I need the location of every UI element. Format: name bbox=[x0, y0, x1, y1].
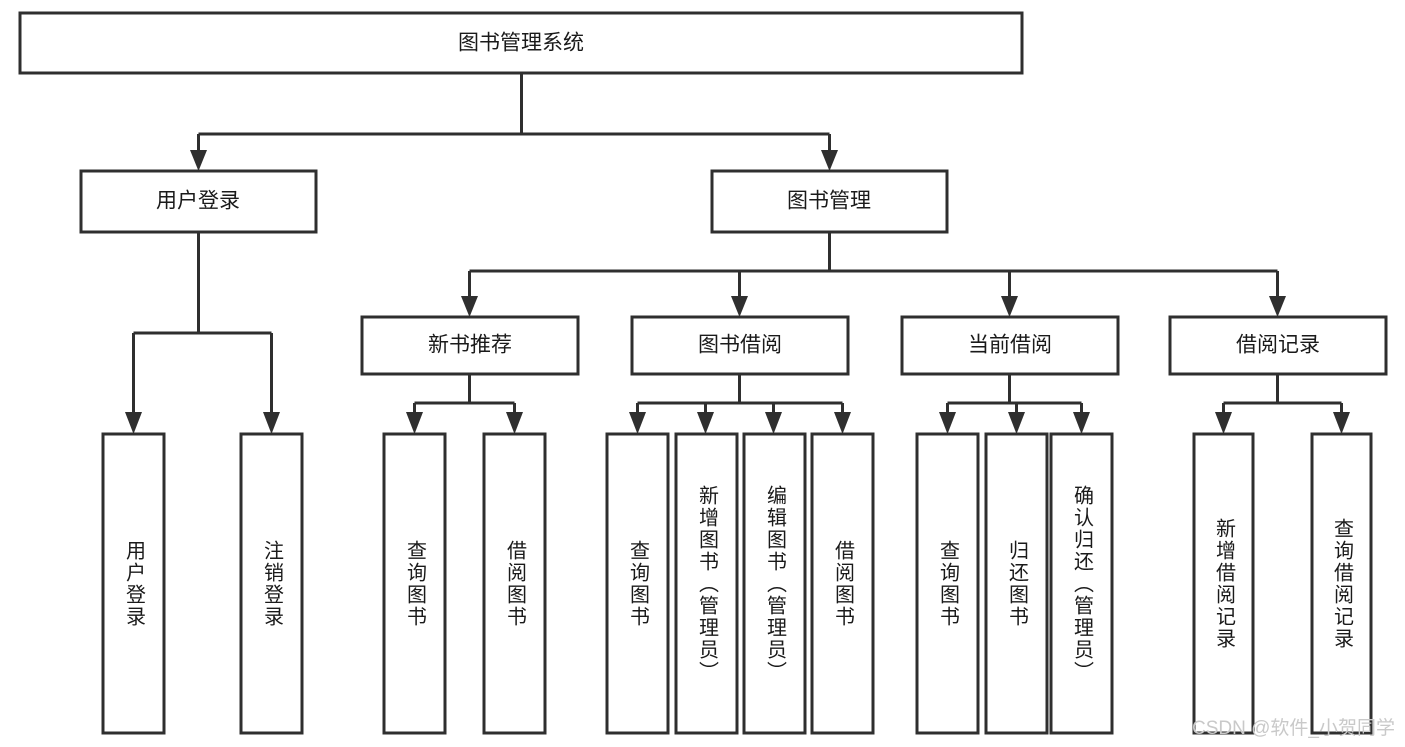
arrow-leaf-currentborrow-1 bbox=[939, 412, 956, 434]
connector-group-current-borrow bbox=[939, 374, 1090, 434]
node-root-title-label: 图书管理系统 bbox=[458, 32, 584, 55]
connector-group-borrow-record bbox=[1215, 374, 1350, 434]
node-current-borrow-box[interactable] bbox=[900, 315, 1120, 376]
csdn-watermark: CSDN @软件_小贺同学 bbox=[1192, 718, 1395, 739]
leaf-box-book-borrow-4[interactable] bbox=[810, 432, 875, 735]
node-borrow-record-label: 借阅记录 bbox=[1236, 334, 1320, 357]
arrow-leaf-bookborrow-2 bbox=[697, 412, 714, 434]
node-book-borrow-label: 图书借阅 bbox=[698, 334, 782, 357]
arrow-to-new-book bbox=[461, 296, 478, 317]
connector-group-book-borrow bbox=[629, 374, 851, 434]
leaf-box-user-login-2[interactable] bbox=[239, 432, 304, 735]
arrow-leaf-currentborrow-2 bbox=[1008, 412, 1025, 434]
arrow-to-book-manage bbox=[821, 150, 838, 171]
arrow-leaf-bookborrow-4 bbox=[834, 412, 851, 434]
leaf-box-borrow-record-2[interactable] bbox=[1310, 432, 1373, 735]
node-root-title-box[interactable] bbox=[18, 11, 1024, 75]
connector-group-root bbox=[190, 73, 838, 171]
leaf-box-book-borrow-2[interactable] bbox=[674, 432, 739, 735]
node-book-manage-label: 图书管理 bbox=[787, 190, 871, 213]
node-new-book-recommend-box[interactable] bbox=[360, 315, 580, 376]
arrow-leaf-borrowrecord-1 bbox=[1215, 412, 1232, 434]
leaf-box-current-borrow-1[interactable] bbox=[915, 432, 980, 735]
node-new-book-recommend[interactable]: 新书推荐 bbox=[360, 315, 580, 376]
node-new-book-recommend-label: 新书推荐 bbox=[428, 334, 512, 357]
leaf-box-current-borrow-3[interactable] bbox=[1049, 432, 1114, 735]
node-book-manage[interactable]: 图书管理 bbox=[710, 169, 949, 234]
leaf-box-current-borrow-2[interactable] bbox=[984, 432, 1049, 735]
leaf-box-new-book-1[interactable] bbox=[382, 432, 447, 735]
arrow-leaf-user-login-2 bbox=[263, 412, 280, 434]
arrow-leaf-currentborrow-3 bbox=[1073, 412, 1090, 434]
arrow-leaf-newbook-2 bbox=[506, 412, 523, 434]
leaf-box-book-borrow-3[interactable] bbox=[742, 432, 807, 735]
node-book-borrow[interactable]: 图书借阅 bbox=[630, 315, 850, 376]
node-borrow-record[interactable]: 借阅记录 bbox=[1168, 315, 1388, 376]
node-user-login[interactable]: 用户登录 bbox=[79, 169, 318, 234]
node-book-manage-box[interactable] bbox=[710, 169, 949, 234]
node-user-login-label: 用户登录 bbox=[156, 190, 240, 213]
leaf-box-new-book-2[interactable] bbox=[482, 432, 547, 735]
arrow-to-current-borrow bbox=[1001, 296, 1018, 317]
leaf-box-user-login-1[interactable] bbox=[101, 432, 166, 735]
node-borrow-record-box[interactable] bbox=[1168, 315, 1388, 376]
connector-group-new-book bbox=[406, 374, 523, 434]
node-user-login-box[interactable] bbox=[79, 169, 318, 234]
leaf-box-book-borrow-1[interactable] bbox=[605, 432, 670, 735]
arrow-leaf-bookborrow-1 bbox=[629, 412, 646, 434]
connector-group-book-manage bbox=[461, 232, 1286, 317]
leaf-box-borrow-record-1[interactable] bbox=[1192, 432, 1255, 735]
node-root-title[interactable]: 图书管理系统 bbox=[18, 11, 1024, 75]
node-book-borrow-box[interactable] bbox=[630, 315, 850, 376]
arrow-leaf-borrowrecord-2 bbox=[1333, 412, 1350, 434]
connector-group-user-login bbox=[125, 232, 280, 434]
arrow-leaf-bookborrow-3 bbox=[765, 412, 782, 434]
arrow-to-borrow-record bbox=[1269, 296, 1286, 317]
node-current-borrow-label: 当前借阅 bbox=[968, 334, 1052, 357]
arrow-leaf-newbook-1 bbox=[406, 412, 423, 434]
arrow-leaf-user-login-1 bbox=[125, 412, 142, 434]
arrow-to-book-borrow bbox=[731, 296, 748, 317]
node-current-borrow[interactable]: 当前借阅 bbox=[900, 315, 1120, 376]
arrow-to-user-login bbox=[190, 150, 207, 171]
